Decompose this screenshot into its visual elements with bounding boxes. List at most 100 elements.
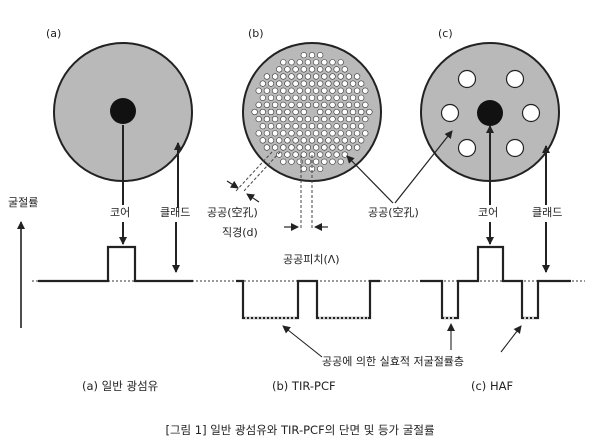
- fiber-b-air-hole: [313, 158, 320, 165]
- fiber-b-air-hole: [288, 73, 295, 80]
- fiber-b-air-hole: [280, 59, 287, 66]
- fiber-b-air-hole: [345, 130, 353, 137]
- fiber-b-air-hole: [321, 144, 328, 151]
- fiber-b-air-hole: [317, 123, 324, 130]
- fiber-b-air-hole: [300, 52, 307, 59]
- fiber-b-air-hole: [288, 158, 295, 165]
- fiber-b-air-hole: [272, 101, 279, 108]
- hole-right-leader: [346, 155, 394, 204]
- fiber-b-air-hole: [263, 101, 271, 108]
- fiber-b-air-hole: [317, 151, 324, 158]
- fiber-b-air-hole: [288, 115, 295, 123]
- fiber-b-air-hole: [304, 115, 312, 123]
- fiber-b-air-hole: [284, 108, 291, 116]
- fiber-b-air-hole: [341, 123, 348, 130]
- fiber-b-air-hole: [354, 73, 361, 80]
- fiber-b-air-hole: [267, 123, 275, 130]
- hole-projection: [234, 151, 273, 193]
- fiber-b-air-hole: [321, 101, 328, 108]
- fiber-a-cross-section: [53, 42, 193, 182]
- label-core-a: 코어: [110, 206, 130, 219]
- fiber-b-air-hole: [362, 101, 369, 108]
- fiber-b-air-hole: [304, 130, 312, 137]
- fiber-b-air-hole: [267, 137, 275, 144]
- fiber-b-cross-section: [242, 42, 382, 182]
- label-low-index-layer: 공공에 의한 실효적 저굴절률층: [322, 355, 464, 368]
- fiber-b-air-hole: [300, 80, 307, 87]
- fiber-b-air-hole: [280, 87, 287, 94]
- fiber-b-air-hole: [333, 108, 340, 116]
- hole-projection: [242, 151, 281, 193]
- diameter-arrow: [246, 193, 260, 203]
- caption-a: (a) 일반 광섬유: [82, 379, 158, 393]
- fiber-b-air-hole: [304, 87, 312, 94]
- label-hole-right: 공공(空孔): [368, 205, 419, 219]
- fiber-b-air-hole: [308, 123, 316, 130]
- fiber-b-air-hole: [284, 94, 291, 101]
- fiber-b-air-hole: [341, 94, 348, 101]
- fiber-b-air-hole: [284, 151, 291, 158]
- fiber-b-air-hole: [267, 108, 275, 116]
- fiber-b-air-hole: [329, 144, 336, 151]
- fiber-b-air-hole: [313, 130, 320, 137]
- fiber-b-air-hole: [337, 144, 344, 151]
- fiber-b-air-hole: [300, 66, 307, 73]
- fiber-c-core: [477, 100, 503, 126]
- fiber-b-air-hole: [337, 158, 344, 165]
- fiber-b-air-hole: [317, 137, 324, 144]
- fiber-c-hole: [521, 103, 541, 123]
- fiber-b-air-hole: [345, 115, 353, 123]
- fiber-b-air-hole: [349, 137, 357, 144]
- fiber-b-air-hole: [292, 94, 299, 101]
- fiber-b-air-hole: [259, 108, 266, 116]
- label-hole-left: 공공(空孔): [207, 205, 258, 219]
- fiber-b-air-hole: [288, 59, 295, 66]
- fiber-c-hole: [505, 138, 525, 158]
- panel-label-b: (b): [248, 27, 264, 40]
- fiber-c-hole: [440, 103, 460, 123]
- fiber-b-air-hole: [333, 66, 340, 73]
- fiber-b-air-hole: [313, 115, 320, 123]
- fiber-b-air-hole: [341, 66, 348, 73]
- fiber-b-air-hole: [276, 123, 283, 130]
- label-hole-pitch: 공공피치(Λ): [283, 253, 340, 266]
- fiber-b-air-hole: [276, 151, 283, 158]
- fiber-b-air-hole: [280, 73, 287, 80]
- fiber-b-air-hole: [272, 130, 279, 137]
- fiber-b-air-hole: [296, 130, 303, 137]
- fiber-b-air-hole: [308, 80, 316, 87]
- fiber-b-air-hole: [272, 73, 279, 80]
- fiber-b-air-hole: [284, 80, 291, 87]
- fiber-b-air-hole: [296, 115, 303, 123]
- fiber-b-air-hole: [354, 87, 361, 94]
- diameter-arrow: [226, 180, 239, 189]
- fiber-b-air-hole: [276, 108, 283, 116]
- fiber-b-air-hole: [272, 115, 279, 123]
- fiber-b-air-hole: [300, 151, 307, 158]
- fiber-b-air-hole: [296, 59, 303, 66]
- fiber-b-air-hole: [321, 158, 328, 165]
- fiber-b-air-hole: [272, 144, 279, 151]
- fiber-b-air-hole: [362, 115, 369, 123]
- fiber-b-air-hole: [317, 165, 324, 172]
- fiber-b-air-hole: [317, 52, 324, 59]
- fiber-b-air-hole: [296, 87, 303, 94]
- fiber-b-air-hole: [333, 137, 340, 144]
- fiber-b-air-hole: [304, 73, 312, 80]
- fiber-b-air-hole: [288, 101, 295, 108]
- fiber-b-air-hole: [288, 87, 295, 94]
- fiber-b-air-hole: [333, 80, 340, 87]
- fiber-b-air-hole: [325, 66, 332, 73]
- fiber-b-air-hole: [308, 137, 316, 144]
- fiber-b-air-hole: [341, 108, 348, 116]
- fiber-b-air-hole: [313, 59, 320, 66]
- fiber-b-air-hole: [325, 151, 332, 158]
- fiber-b-air-hole: [259, 123, 266, 130]
- fiber-b-air-hole: [321, 73, 328, 80]
- fiber-b-air-hole: [362, 87, 369, 94]
- caption-c: (c) HAF: [471, 379, 513, 393]
- fiber-b-air-hole: [267, 94, 275, 101]
- fiber-b-air-hole: [259, 80, 266, 87]
- fiber-b-air-hole: [296, 158, 303, 165]
